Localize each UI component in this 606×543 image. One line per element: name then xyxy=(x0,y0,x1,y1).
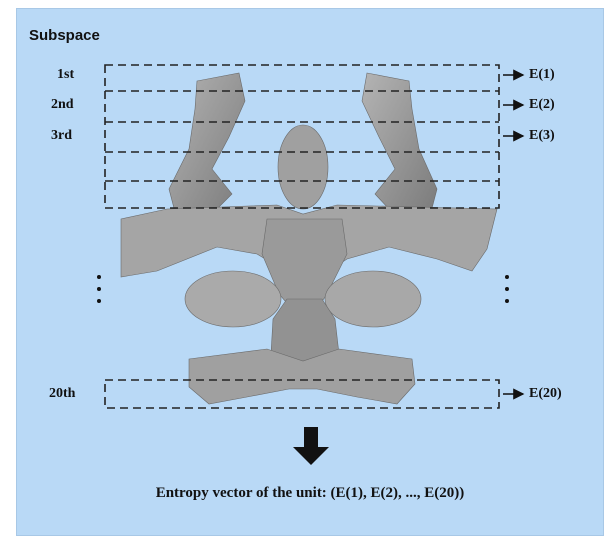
row-label-2nd: 2nd xyxy=(51,97,74,113)
row-label-1st: 1st xyxy=(57,67,74,83)
row-label-20th: 20th xyxy=(49,386,75,402)
diagram-panel: Subspace 1st 2nd 3rd 20th E(1) E(2) E(3)… xyxy=(16,8,604,536)
output-label-e1: E(1) xyxy=(529,67,555,83)
shape-left-lobe xyxy=(185,271,281,327)
shape-head xyxy=(278,125,328,209)
shape-right-arm xyxy=(362,73,437,219)
shape-left-arm xyxy=(169,73,245,219)
output-label-e3: E(3) xyxy=(529,128,555,144)
right-arrows xyxy=(503,75,523,394)
subspace-heading: Subspace xyxy=(29,27,100,44)
output-label-e2: E(2) xyxy=(529,97,555,113)
entropy-caption: Entropy vector of the unit: (E(1), E(2),… xyxy=(17,485,603,502)
row-label-3rd: 3rd xyxy=(51,128,72,144)
diagram-canvas xyxy=(17,9,603,535)
down-arrow-icon xyxy=(293,427,329,465)
shape-right-lobe xyxy=(325,271,421,327)
output-label-e20: E(20) xyxy=(529,386,562,402)
